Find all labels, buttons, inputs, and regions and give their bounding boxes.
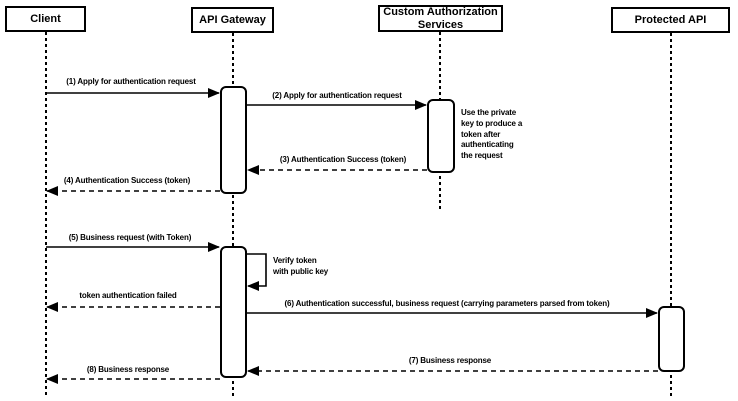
message-4-label: (4) Authentication Success (token) (63, 176, 191, 185)
actor-custom-authorization-services: Custom Authorization Services (378, 5, 503, 32)
message-1-label: (1) Apply for authentication request (66, 77, 196, 86)
message-2-label: (2) Apply for authentication request (272, 91, 402, 100)
actor-api-gateway: API Gateway (191, 7, 274, 33)
activation-custom-auth (427, 99, 455, 173)
note-private-key: Use the private key to produce a token a… (461, 108, 523, 161)
message-token-failed-label: token authentication failed (79, 291, 177, 300)
activation-api-gateway-1 (220, 86, 247, 194)
self-message-verify-token-arrow (247, 253, 267, 291)
message-3-label: (3) Authentication Success (token) (279, 155, 407, 164)
actor-client: Client (5, 6, 86, 32)
message-6-label: (6) Authentication successful, business … (284, 299, 610, 308)
activation-protected-api (658, 306, 685, 372)
message-7-label: (7) Business response (408, 356, 492, 365)
activation-api-gateway-2 (220, 246, 247, 378)
actor-protected-api: Protected API (611, 7, 730, 33)
message-8-label: (8) Business response (86, 365, 170, 374)
message-5-label: (5) Business request (with Token) (68, 233, 192, 242)
self-message-verify-token-label: Verify token with public key (273, 256, 329, 276)
